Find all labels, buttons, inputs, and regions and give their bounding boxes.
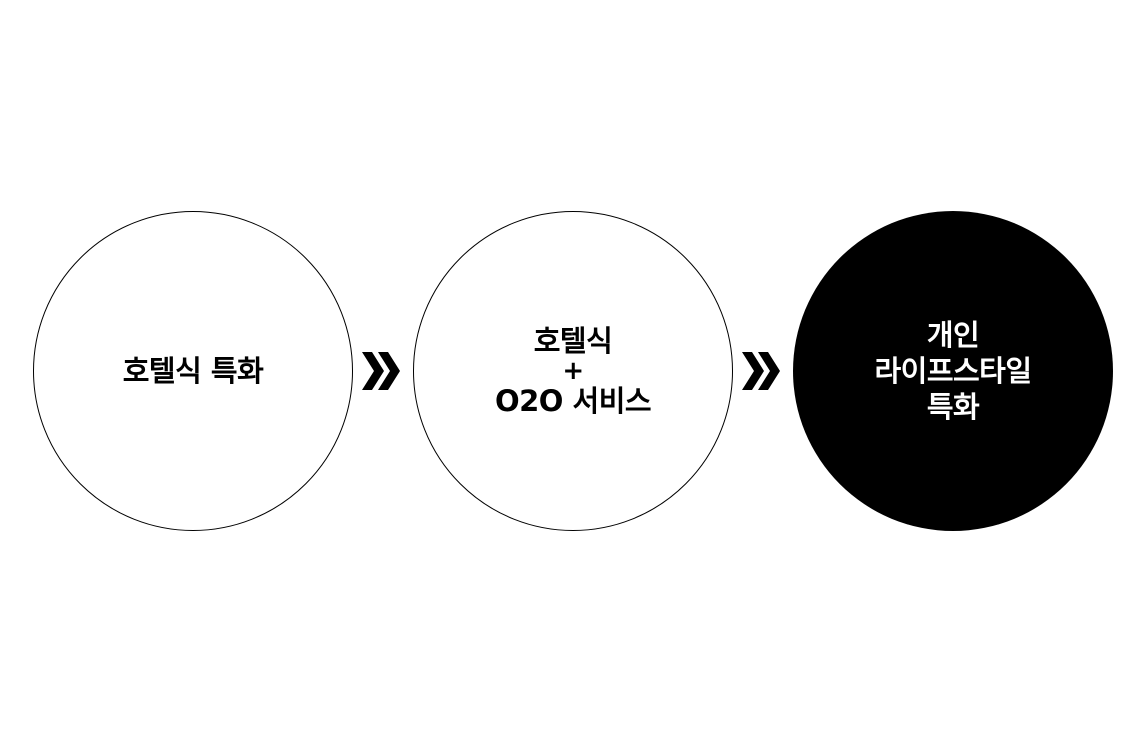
- step-1-circle: 호텔식 특화: [33, 211, 353, 531]
- double-chevron-right-icon: [742, 352, 780, 390]
- step-3-label-line-3: 특화: [926, 390, 980, 424]
- step-3-circle: 개인 라이프스타일 특화: [793, 211, 1113, 531]
- step-3-label-line-2: 라이프스타일: [874, 354, 1032, 388]
- step-1-label: 호텔식 특화: [122, 354, 264, 388]
- step-2-label-line-3: O2O 서비스: [494, 384, 652, 418]
- double-chevron-right-icon: [362, 352, 400, 390]
- step-2-label-line-1: 호텔식: [533, 324, 613, 358]
- step-3-label-line-1: 개인: [926, 318, 980, 352]
- step-2-plus-sign: +: [562, 356, 584, 386]
- step-2-circle: 호텔식 + O2O 서비스: [413, 211, 733, 531]
